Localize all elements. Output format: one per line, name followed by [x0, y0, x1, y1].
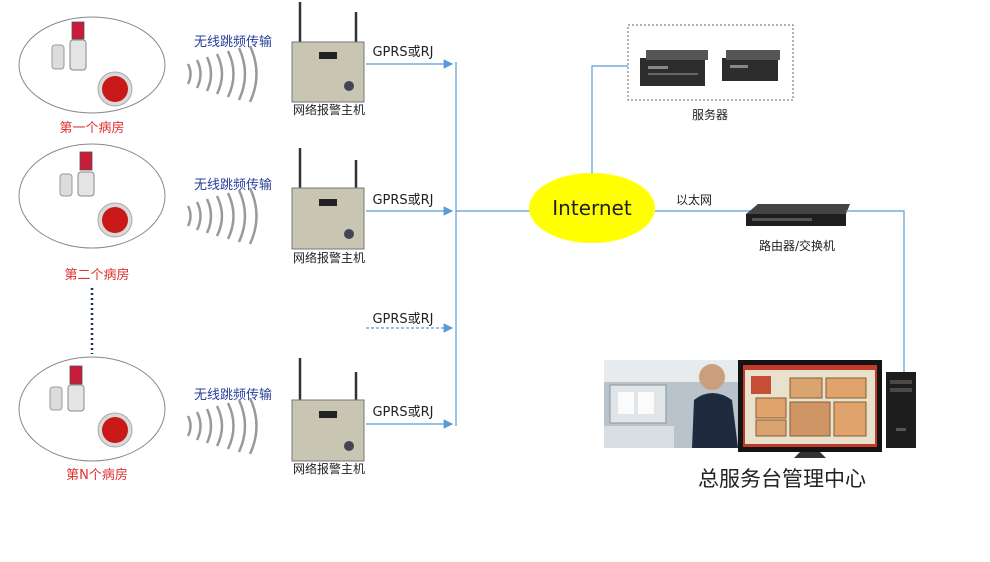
router-icon [746, 204, 850, 226]
ward-1: 第一个病房 [18, 16, 166, 136]
alarm-host-1: 网络报警主机 [291, 2, 365, 117]
ward-ellipse [18, 356, 166, 462]
router-label: 路由器/交换机 [759, 238, 835, 253]
center-label: 总服务台管理中心 [698, 467, 866, 491]
wireless-link-2: 无线跳频传输 [186, 177, 272, 245]
internet-label: Internet [552, 196, 632, 220]
ward-label: 第N个病房 [66, 467, 128, 483]
door-sensor-icon [59, 151, 95, 197]
internet-cloud [529, 173, 655, 243]
internet-to-servers [591, 65, 628, 173]
router-to-pc [846, 210, 905, 372]
alarm-host-2: 网络报警主机 [291, 148, 365, 265]
alarm-host-icon [291, 2, 365, 103]
ward-label: 第一个病房 [59, 120, 124, 136]
alarm-host-3: 网络报警主机 [291, 358, 365, 476]
wireless-wave-icon [186, 397, 258, 455]
alarm-button-icon [97, 412, 133, 448]
wireless-link-1: 无线跳频传输 [186, 34, 272, 103]
servers-label: 服务器 [692, 107, 728, 122]
alarm-button-icon [97, 71, 133, 107]
ward-n: 第N个病房 [18, 356, 166, 483]
control-room-photo [604, 360, 740, 448]
ward-2: 第二个病房 [18, 143, 166, 283]
wireless-wave-icon [186, 45, 258, 103]
alarm-button-icon [97, 202, 133, 238]
monitor-screen-icon [738, 360, 882, 458]
link-label: GPRS或RJ [372, 405, 433, 420]
host-label: 网络报警主机 [293, 102, 365, 117]
server-icon [640, 50, 708, 86]
link-label: GPRS或RJ [372, 312, 433, 327]
management-center: 总服务台管理中心 [604, 360, 916, 491]
link-label: GPRS或RJ [372, 193, 433, 208]
ethernet-label: 以太网 [676, 192, 712, 207]
server-icon [722, 50, 780, 81]
server-group: 服务器 [627, 24, 794, 122]
door-sensor-icon [49, 365, 85, 412]
ward-label: 第二个病房 [64, 267, 129, 283]
transmission-label: 无线跳频传输 [194, 177, 272, 193]
host-label: 网络报警主机 [293, 250, 365, 265]
link-label: GPRS或RJ [372, 45, 433, 60]
transmission-label: 无线跳频传输 [194, 387, 272, 403]
router: 路由器/交换机 [746, 204, 850, 253]
alarm-host-icon [291, 358, 365, 462]
wireless-link-3: 无线跳频传输 [186, 387, 272, 455]
door-sensor-icon [51, 21, 87, 71]
alarm-host-icon [291, 148, 365, 250]
transmission-label: 无线跳频传输 [194, 34, 272, 50]
ward-ellipse [18, 16, 166, 114]
pc-tower-icon [886, 372, 916, 448]
host-label: 网络报警主机 [293, 461, 365, 476]
wireless-wave-icon [186, 187, 258, 245]
